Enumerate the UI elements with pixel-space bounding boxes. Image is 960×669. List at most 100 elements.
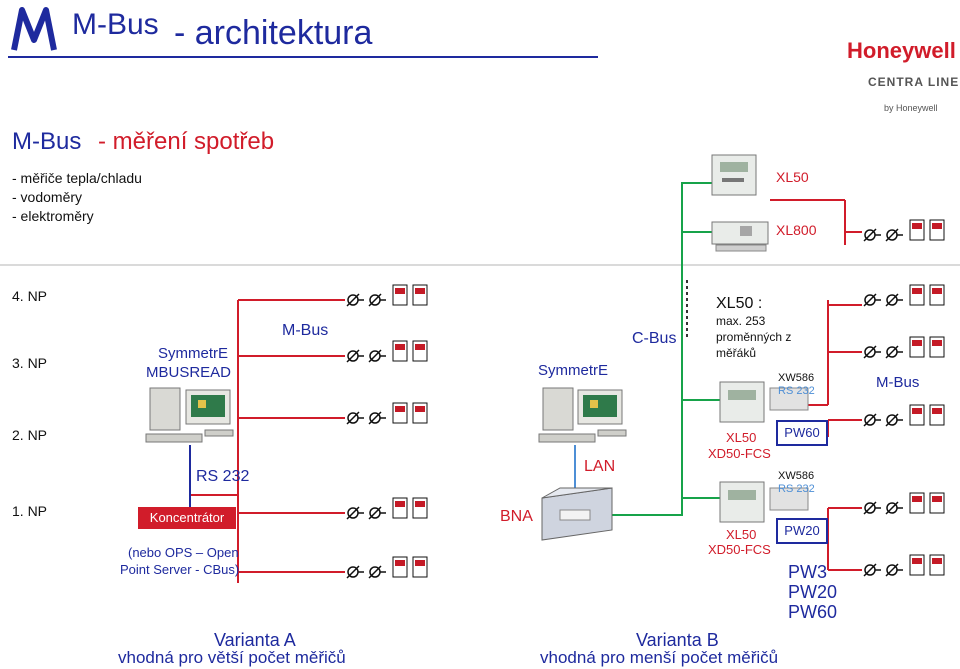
- xl50-top-label: XL50: [776, 169, 809, 185]
- header-rule: [8, 56, 598, 58]
- xl50-controller-mid: [719, 381, 765, 423]
- flow-meter-slash-icon: [346, 506, 360, 520]
- meter-display-icon: [415, 560, 425, 566]
- xl50-controller-top: [711, 154, 757, 196]
- flow-meter-slash-icon: [346, 349, 360, 363]
- meter-group: [863, 404, 945, 427]
- meter-group: [346, 402, 428, 425]
- flow-meter-slash-icon: [368, 411, 382, 425]
- subtitle-mbus: M-Bus: [12, 128, 82, 155]
- ctrl-2-line-1: XL50: [726, 527, 757, 542]
- meter-display-icon: [395, 501, 405, 507]
- meter-display-icon: [395, 288, 405, 294]
- flow-meter-slash-icon: [863, 293, 877, 307]
- xl50-max-line-4: měřáků: [716, 346, 757, 360]
- xl50-max-line-3: proměnných z: [716, 330, 792, 344]
- floor-4: 4. NP: [12, 288, 48, 304]
- variant-a-mbus-tree: [189, 299, 345, 583]
- flow-meter-slash-icon: [346, 293, 360, 307]
- pc-b-label: SymmetrE: [538, 362, 609, 379]
- cbus-label: C-Bus: [632, 330, 677, 347]
- meter-display-icon: [415, 406, 425, 412]
- variant-a-caption-1: Varianta A: [214, 630, 296, 650]
- meter-group: [346, 284, 428, 307]
- meter-display-icon: [932, 223, 942, 229]
- ctrl-1-line-1: XL50: [726, 430, 757, 445]
- xl50-max-line-1: XL50 :: [716, 295, 763, 312]
- xw586-module-2: [769, 487, 809, 511]
- meter-display-icon: [912, 223, 922, 229]
- meter-display-icon: [912, 558, 922, 564]
- meter-display-icon: [912, 288, 922, 294]
- pw-list-2: PW20: [788, 582, 838, 602]
- rs232-b-label-1: RS 232: [778, 385, 815, 397]
- page-title: - architektura: [174, 14, 373, 52]
- flow-meter-slash-icon: [863, 345, 877, 359]
- meter-display-icon: [932, 496, 942, 502]
- flow-meter-slash-icon: [863, 413, 877, 427]
- ctrl-1-line-2: XD50-FCS: [708, 446, 771, 461]
- meter-display-icon: [395, 344, 405, 350]
- flow-meter-slash-icon: [885, 293, 899, 307]
- lan-label: LAN: [584, 458, 616, 475]
- flow-meter-slash-icon: [863, 501, 877, 515]
- pc-a-label-1: SymmetrE: [158, 345, 229, 362]
- xl50-controller-low: [719, 481, 765, 523]
- flow-meter-slash-icon: [368, 349, 382, 363]
- flow-meter-slash-icon: [885, 228, 899, 242]
- meter-display-icon: [912, 340, 922, 346]
- mbus-logo-mark: [11, 7, 57, 51]
- meter-display-icon: [912, 408, 922, 414]
- pc-a-label-2: MBUSREAD: [146, 364, 232, 381]
- concentrator-note-1: (nebo OPS – Open: [128, 545, 239, 560]
- flow-meter-slash-icon: [885, 563, 899, 577]
- variant-b-caption-1: Varianta B: [636, 630, 719, 650]
- floor-1: 1. NP: [12, 503, 48, 519]
- floor-3: 3. NP: [12, 355, 48, 371]
- pc-workstation-a: [145, 387, 234, 443]
- concentrator-box: Koncentrátor: [138, 507, 236, 529]
- bullet-1: - měřiče tepla/chladu: [12, 170, 142, 186]
- flow-meter-slash-icon: [346, 411, 360, 425]
- flow-meter-slash-icon: [368, 293, 382, 307]
- meter-display-icon: [395, 406, 405, 412]
- flow-meter-slash-icon: [863, 228, 877, 242]
- variant-a-caption-2: vhodná pro větší počet měřičů: [118, 648, 346, 667]
- rs232-a-label: RS 232: [196, 468, 250, 485]
- meter-display-icon: [912, 496, 922, 502]
- pw-list-1: PW3: [788, 562, 828, 582]
- xw586-label-2: XW586: [778, 470, 815, 482]
- xl50-max-line-2: max. 253: [716, 314, 766, 328]
- xw586-module-1: [769, 387, 809, 411]
- flow-meter-slash-icon: [885, 501, 899, 515]
- flow-meter-slash-icon: [368, 506, 382, 520]
- cbus-tree: [612, 182, 720, 516]
- subtitle-rest: - měření spotřeb: [98, 128, 275, 155]
- meter-display-icon: [415, 288, 425, 294]
- meter-group: [346, 340, 428, 363]
- honeywell-logo: Honeywell: [847, 38, 956, 63]
- meter-groups: [346, 219, 945, 579]
- logo-text: M-Bus: [72, 8, 159, 41]
- meter-display-icon: [415, 501, 425, 507]
- meter-group: [863, 284, 945, 307]
- centraline-logo: CENTRA LINE: [868, 75, 960, 89]
- xl800-controller-top: [711, 221, 769, 252]
- meter-display-icon: [395, 560, 405, 566]
- pc-workstation-b: [538, 387, 627, 443]
- meter-group: [863, 219, 945, 242]
- meter-display-icon: [932, 408, 942, 414]
- pw20-box: PW20: [776, 518, 828, 544]
- meter-display-icon: [932, 288, 942, 294]
- xw586-label-1: XW586: [778, 372, 815, 384]
- ctrl-2-line-2: XD50-FCS: [708, 542, 771, 557]
- bna-label: BNA: [500, 508, 533, 525]
- bna-device: [541, 487, 613, 541]
- flow-meter-slash-icon: [885, 413, 899, 427]
- bullet-3: - elektroměry: [12, 208, 94, 224]
- meter-group: [346, 497, 428, 520]
- flow-meter-slash-icon: [885, 345, 899, 359]
- bullet-2: - vodoměry: [12, 189, 83, 205]
- mbus-b-label: M-Bus: [876, 374, 920, 391]
